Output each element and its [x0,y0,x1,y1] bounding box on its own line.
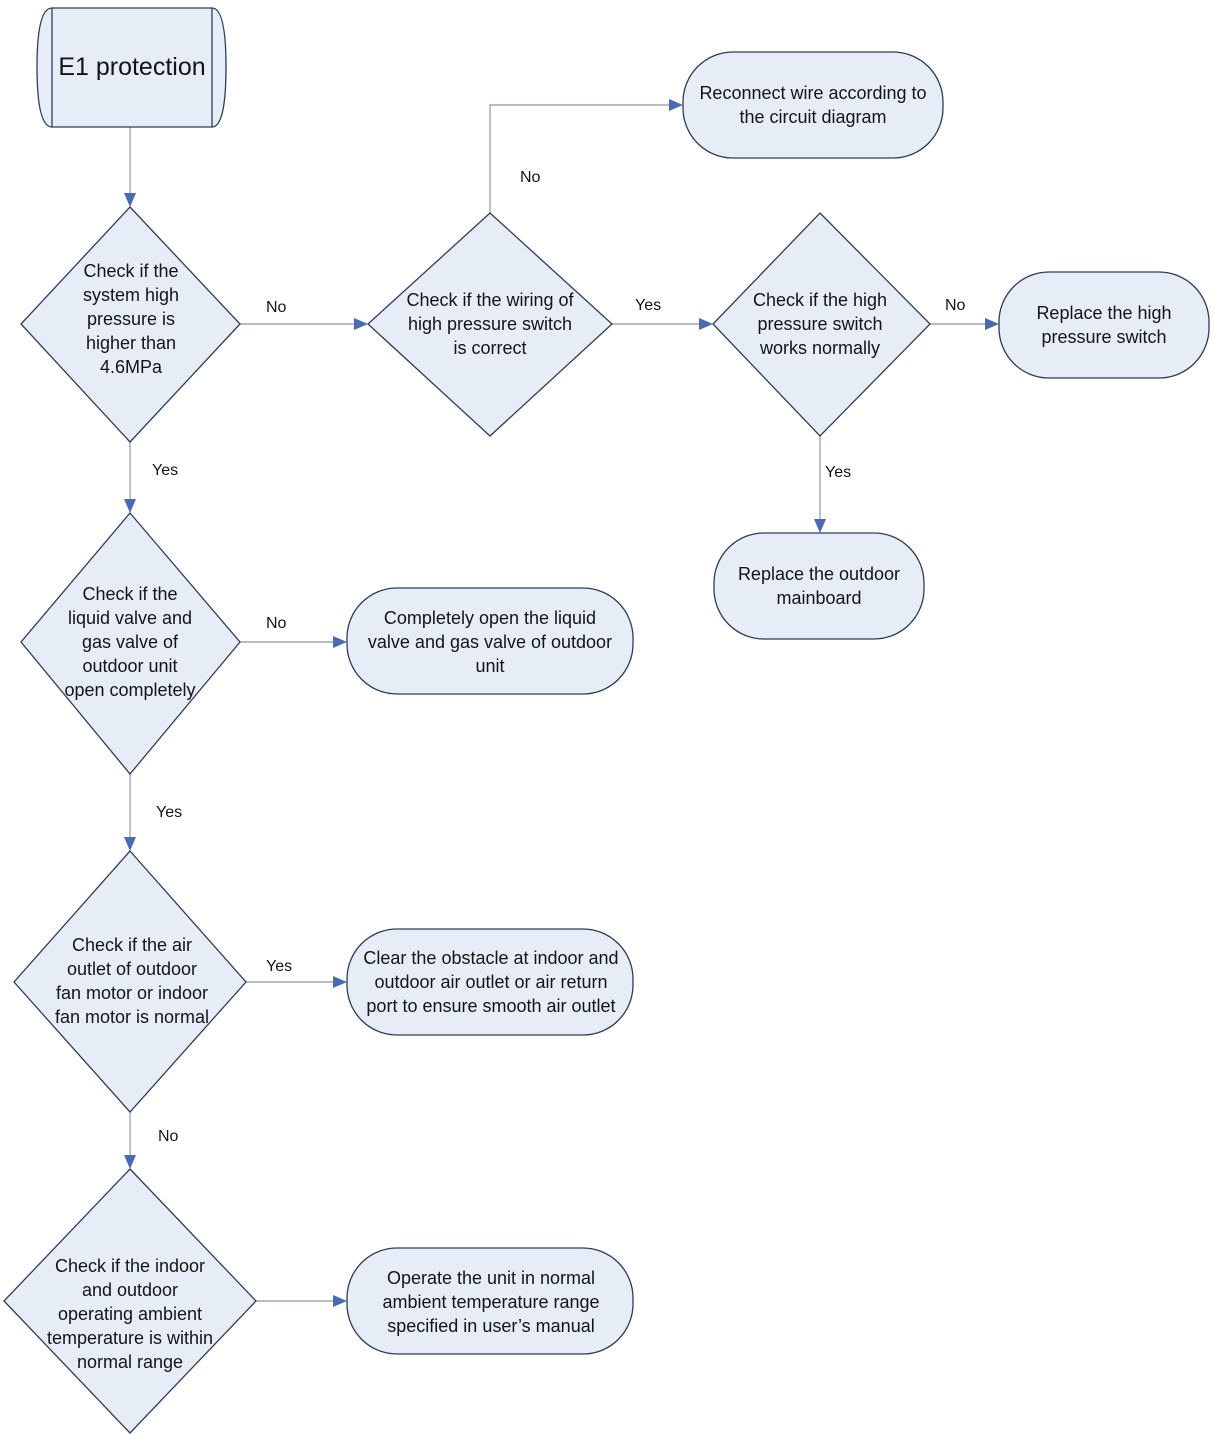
decision-valve-shape [20,511,241,776]
decision-wiring: Check if the wiring of high pressure swi… [400,282,580,366]
decision-air-shape [13,850,247,1113]
edge-label-switch-board: Yes [825,464,852,481]
process-open-valves-text: Completely open the liquid valve and gas… [367,608,613,676]
connector-wiring-reconnect [489,104,670,213]
decision-system-pressure: Check if the system high pressure is hig… [66,256,196,382]
decision-high-pressure-switch: Check if the high pressure switch works … [738,282,902,366]
decision-valves-text: Check if the liquid valve and gas valve … [64,584,196,700]
process-reconnect-shape [682,51,944,159]
process-clear-obstacle: Clear the obstacle at indoor and outdoor… [360,930,622,1034]
arrowhead-down [124,193,136,207]
decision-system-pressure-text: Check if the system high pressure is hig… [82,261,180,377]
arrowhead-right [333,1295,347,1307]
arrowhead-right [985,318,999,330]
process-reconnect-wire: Reconnect wire according to the circuit … [690,70,936,140]
process-replace-mainboard-text: Replace the outdoor mainboard [737,564,901,608]
process-clear-obstacle-text: Clear the obstacle at indoor and outdoor… [363,948,619,1016]
shapes [3,7,1210,1434]
arrowhead-down [124,499,136,513]
start-terminator-text: E1 protection [58,53,206,81]
process-operate-normal-range: Operate the unit in normal ambient tempe… [360,1260,622,1344]
arrowhead-right [699,318,713,330]
decision-pressure-shape [20,206,241,443]
process-replace-switch: Replace the high pressure switch [1018,290,1190,360]
arrowheads [124,99,999,1307]
start-terminator: E1 protection [58,10,206,124]
process-replace-mainboard: Replace the outdoor mainboard [724,551,914,621]
process-reconnect-wire-text: Reconnect wire according to the circuit … [699,83,927,127]
edge-label-pressure-valve: Yes [152,462,179,479]
arrowhead-right [333,976,347,988]
arrowhead-right [354,318,368,330]
arrowhead-down [124,837,136,851]
decision-wiring-text: Check if the wiring of high pressure swi… [406,290,574,358]
edge-label-valve-air: Yes [156,804,183,821]
decision-air-outlet-text: Check if the air outlet of outdoor fan m… [54,935,210,1027]
decision-temp-shape [3,1168,257,1434]
process-open-valve-shape [346,587,634,695]
edge-label-air-clear: Yes [266,958,293,975]
process-clear-shape [346,928,634,1036]
arrowhead-down [814,519,826,533]
edge-label-valve-open: No [266,615,287,632]
decision-high-pressure-switch-text: Check if the high pressure switch works … [752,290,888,358]
edge-label-wiring-reconnect: No [520,169,541,186]
process-replace-board-shape [713,532,925,640]
decision-ambient-temperature-text: Check if the indoor and outdoor operatin… [46,1256,214,1372]
process-operate-normal-range-text: Operate the unit in normal ambient tempe… [382,1268,600,1336]
decision-ambient-temperature: Check if the indoor and outdoor operatin… [44,1226,216,1402]
decision-valves: Check if the liquid valve and gas valve … [60,566,200,718]
process-replace-switch-shape [998,271,1210,379]
arrowhead-right [669,99,683,111]
process-operate-shape [346,1247,634,1355]
edge-label-pressure-wiring: No [266,299,287,316]
edge-label-switch-replace: No [945,297,966,314]
decision-air-outlet: Check if the air outlet of outdoor fan m… [52,918,212,1044]
decision-wiring-shape [367,212,613,437]
process-replace-switch-text: Replace the high pressure switch [1036,303,1172,347]
edge-label-wiring-switch: Yes [635,297,662,314]
arrowhead-down [124,1155,136,1169]
process-open-valves: Completely open the liquid valve and gas… [362,600,618,684]
decision-switch-shape [712,212,931,437]
edge-label-air-temp: No [158,1128,179,1145]
arrowhead-right [333,636,347,648]
connectors [129,104,988,1302]
